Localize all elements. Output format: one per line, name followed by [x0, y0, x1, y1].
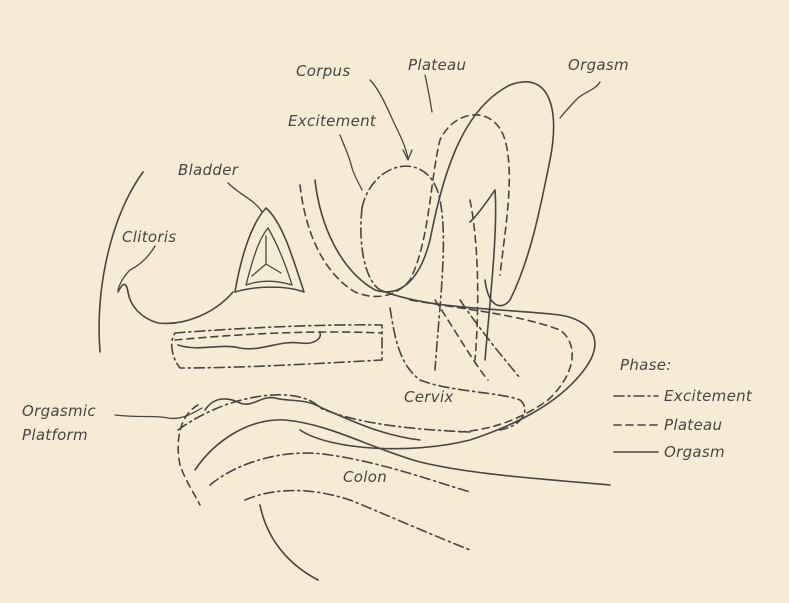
colon-solid — [260, 505, 318, 580]
legend: Phase: Excitement Plateau Orgasm — [614, 356, 753, 461]
label-colon: Colon — [343, 468, 387, 486]
legend-label-excitement: Excitement — [664, 387, 753, 405]
legend-title: Phase: — [620, 356, 672, 374]
label-plateau: Plateau — [408, 56, 466, 74]
posterior-wall-solid — [195, 420, 610, 485]
orgasm-pointer — [560, 82, 600, 118]
vaginal-band-dashed — [175, 332, 382, 340]
legend-label-plateau: Plateau — [664, 416, 722, 434]
bladder-outline — [235, 208, 304, 292]
label-clitoris: Clitoris — [122, 228, 176, 246]
label-excitement: Excitement — [288, 112, 377, 130]
label-bladder: Bladder — [178, 161, 239, 179]
vault-excitement — [390, 308, 525, 430]
posterior-wall-dashdot — [210, 453, 470, 492]
uterus-plateau — [300, 115, 509, 297]
uterus-excitement-inner — [361, 208, 380, 290]
vault-orgasm — [300, 290, 595, 449]
label-orgasmic: Orgasmic — [22, 402, 96, 420]
vaginal-band-wavy — [178, 333, 320, 349]
bladder-pointer — [228, 183, 262, 212]
body-wall-curve — [99, 172, 143, 352]
plateau-pointer — [425, 75, 432, 112]
legend-label-orgasm: Orgasm — [664, 443, 725, 461]
uterus-plateau-2 — [470, 200, 478, 360]
clitoris-pointer — [118, 246, 155, 290]
vault-plateau — [410, 300, 572, 432]
label-orgasm: Orgasm — [568, 56, 629, 74]
label-cervix: Cervix — [404, 388, 454, 406]
cervix-loop-1 — [435, 300, 488, 380]
label-corpus: Corpus — [296, 62, 350, 80]
lower-vagina-dashed — [178, 405, 200, 505]
colon-dashdot — [245, 491, 470, 550]
clitoris-outline — [118, 284, 233, 323]
label-platform: Platform — [22, 426, 88, 444]
uterus-orgasm-inner — [470, 190, 496, 360]
bladder-y-mark — [252, 236, 281, 276]
orgasmic-platform-solid — [205, 398, 420, 440]
excitement-pointer — [340, 135, 362, 190]
vaginal-band-dashdot — [172, 325, 382, 368]
